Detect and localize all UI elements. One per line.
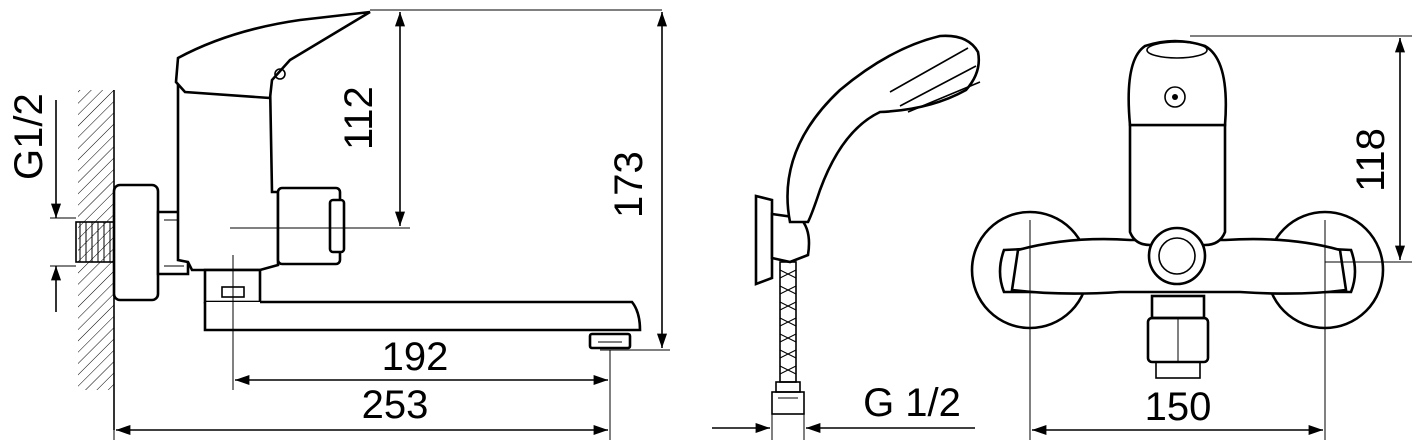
dim-lever-height: 112 bbox=[337, 86, 381, 150]
dim-total-length: 253 bbox=[362, 383, 429, 427]
thread-size-label: G1/2 bbox=[7, 93, 51, 180]
shower-handle bbox=[786, 34, 981, 224]
dim-height: 118 bbox=[1349, 128, 1393, 192]
side-view: G1/2 112 173 192 253 bbox=[7, 9, 670, 440]
hose-thread-label: G 1/2 bbox=[863, 381, 961, 425]
mixer-body bbox=[176, 80, 280, 272]
shower-view: G 1/2 bbox=[712, 34, 981, 440]
wall-hatch bbox=[78, 90, 114, 390]
dim-total-height: 173 bbox=[607, 151, 651, 218]
shower-hose bbox=[771, 261, 805, 415]
dim-spout-reach: 192 bbox=[382, 335, 449, 379]
dim-centers: 150 bbox=[1145, 385, 1212, 429]
bottom-outlet bbox=[1146, 294, 1210, 379]
mixer-vertical-body bbox=[1128, 123, 1227, 247]
front-view: 150 118 bbox=[970, 35, 1412, 440]
wall-bracket bbox=[754, 194, 774, 286]
diverter-knob bbox=[1147, 226, 1207, 286]
lever-handle bbox=[174, 10, 371, 100]
lever-top bbox=[1127, 39, 1228, 127]
wall-flange bbox=[112, 183, 160, 302]
